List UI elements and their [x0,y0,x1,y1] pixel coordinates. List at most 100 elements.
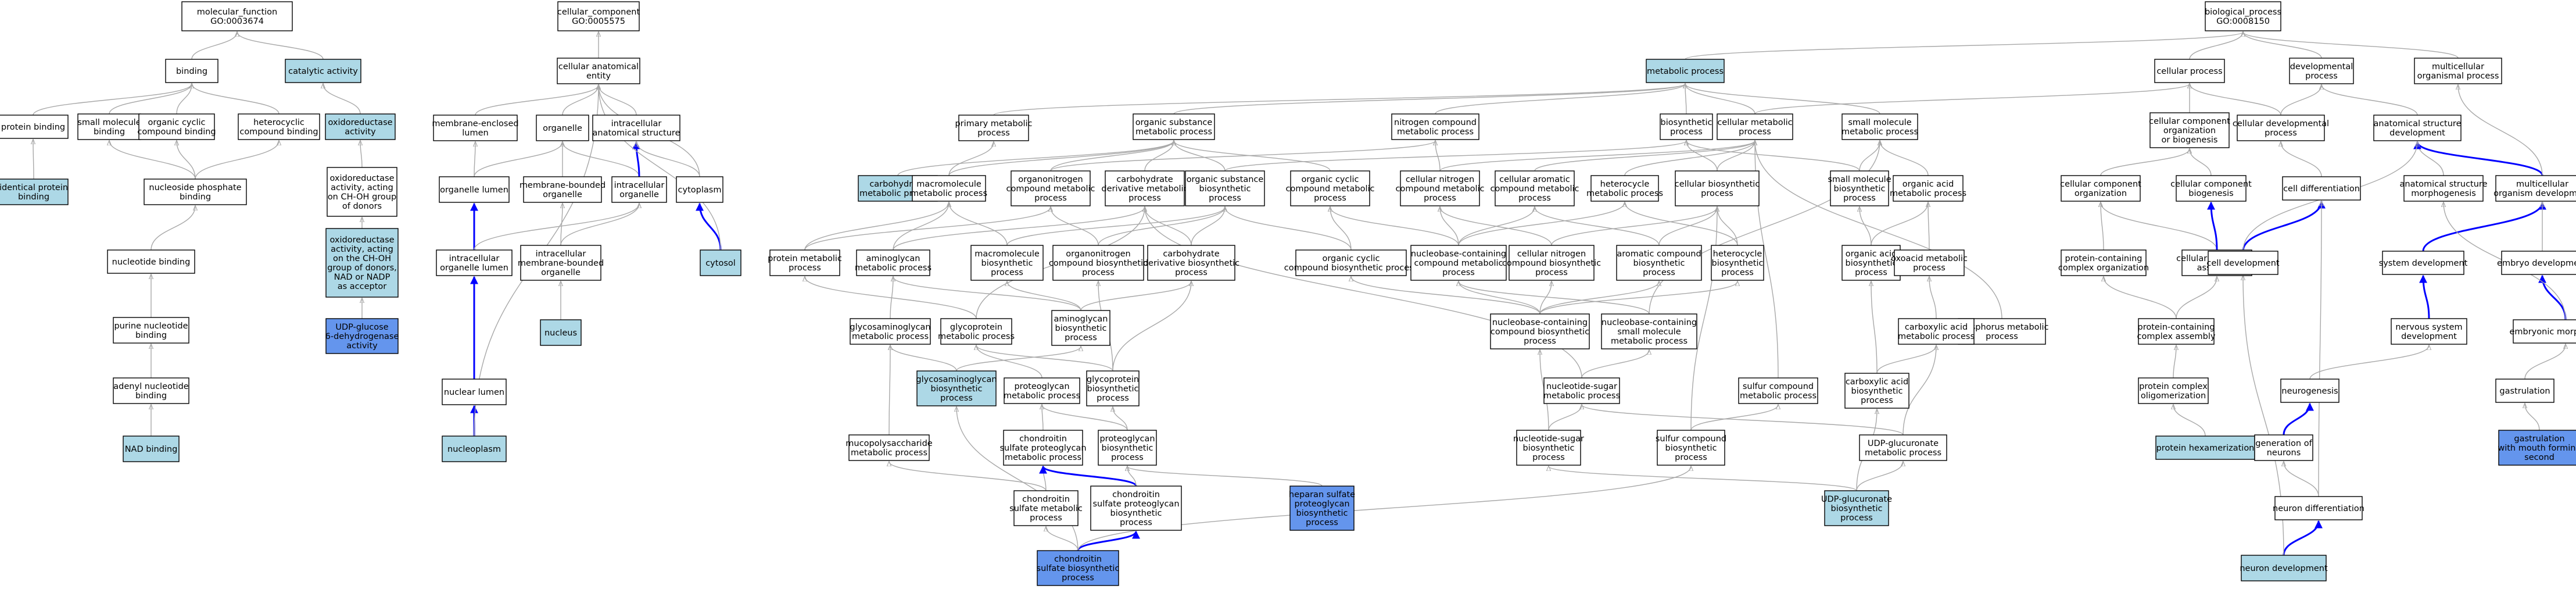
node-hspgbp[interactable]: heparan sulfateproteoglycanbiosyntheticp… [1289,486,1355,531]
node-celldev[interactable]: cell development [2206,251,2280,275]
node-cellproc[interactable]: cellular process [2154,59,2225,83]
node-neurdiff[interactable]: neuron differentiation [2273,496,2364,520]
node-embmorph[interactable]: embryonic morphogenesis [2509,319,2576,344]
node-nucleus[interactable]: nucleus [540,319,582,346]
node-nucbind[interactable]: nucleotide binding [107,249,195,274]
node-celldiff[interactable]: cell differentiation [2282,176,2361,201]
node-prothex[interactable]: protein hexamerization [2155,435,2255,460]
node-organelle[interactable]: organelle [536,115,589,141]
node-orglumen[interactable]: organelle lumen [439,176,510,203]
node-nucleoplasm[interactable]: nucleoplasm [442,435,507,462]
node-protbind[interactable]: protein binding [0,115,69,139]
node-gastr[interactable]: gastrulation [2495,379,2554,403]
node-nuclumen[interactable]: nuclear lumen [442,379,507,405]
node-nadb[interactable]: NAD binding [123,435,180,462]
node-cytosol[interactable]: cytosol [700,249,741,276]
node-neurdev[interactable]: neuron development [2240,555,2328,581]
node-sysdev[interactable]: system development [2379,251,2468,275]
node-embdev[interactable]: embryo development [2497,251,2576,275]
node-metproc[interactable]: metabolic process [1646,59,1725,83]
node-neurogen[interactable]: neurogenesis [2280,379,2339,403]
node-binding[interactable]: binding [165,59,218,83]
node-cytoplasm[interactable]: cytoplasm [676,176,723,203]
